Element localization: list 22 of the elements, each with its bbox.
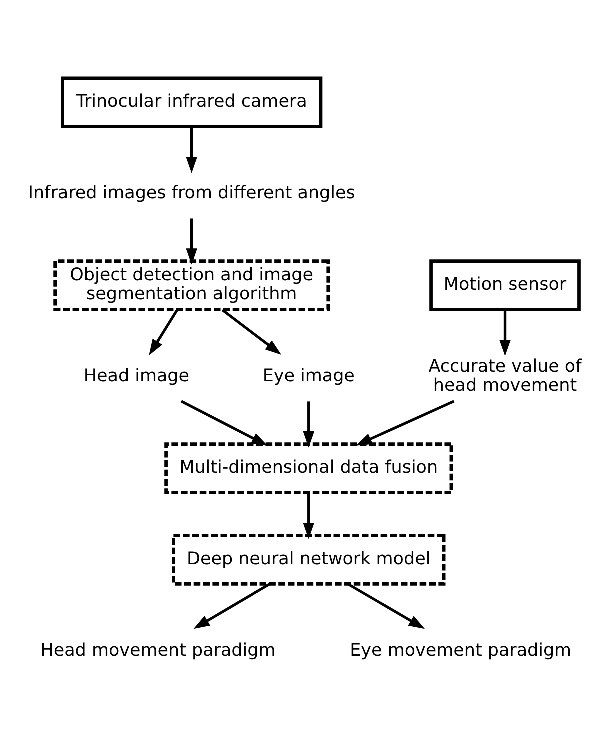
- node-text: Accurate value of head movement: [428, 357, 582, 396]
- node-box: Multi-dimensional data fusion: [164, 442, 454, 494]
- node-box: Deep neural network model: [172, 534, 446, 586]
- arrow: [186, 127, 198, 174]
- node-text: Eye image: [262, 366, 355, 387]
- arrow: [500, 310, 511, 356]
- arrow: [356, 400, 455, 446]
- arrow: [303, 402, 315, 448]
- arrow: [186, 218, 198, 265]
- node-text: Head movement paradigm: [40, 640, 276, 661]
- node-box: Trinocular infrared camera: [61, 76, 323, 128]
- arrow: [180, 400, 268, 446]
- arrow: [222, 309, 282, 355]
- arrow: [149, 310, 178, 356]
- arrow: [348, 583, 426, 630]
- node-text: Infrared images from different angles: [28, 184, 356, 204]
- node-text: Head image: [84, 366, 190, 387]
- node-box: Motion sensor: [430, 260, 581, 312]
- arrow: [303, 493, 315, 540]
- node-box: Object detection and image segmentation algorithm: [54, 260, 330, 312]
- arrow: [194, 583, 270, 630]
- node-text: Eye movement paradigm: [350, 640, 572, 661]
